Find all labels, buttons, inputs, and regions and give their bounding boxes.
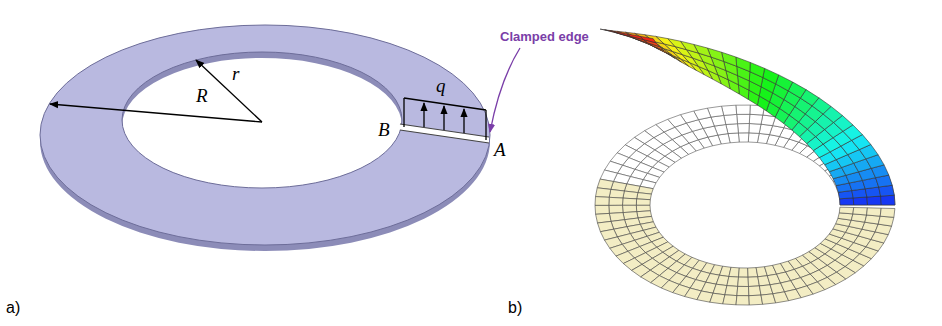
- leader-line: [490, 48, 520, 132]
- deformed-element: [736, 57, 750, 72]
- panel-label: a): [6, 300, 20, 316]
- mesh-element: [738, 277, 749, 286]
- mesh-element: [637, 193, 652, 200]
- mesh-element: [710, 293, 725, 304]
- mesh-element: [737, 286, 749, 295]
- mesh-element: [839, 207, 853, 214]
- dimension-label: R: [196, 86, 208, 105]
- radius-lines: [50, 60, 262, 122]
- annotation: Clamped edge: [500, 30, 589, 43]
- load-label: q: [436, 76, 446, 95]
- mesh-element: [865, 215, 880, 224]
- load-arrows: [404, 98, 486, 140]
- mesh-element: [853, 208, 868, 216]
- undeformed-element: [749, 114, 763, 124]
- annular-plate: [40, 25, 490, 251]
- deformed-element: [853, 197, 867, 205]
- undeformed-element: [881, 195, 895, 205]
- deformed-element: [663, 48, 680, 58]
- undeformed-element: [757, 133, 769, 143]
- undeformed-element: [759, 124, 772, 134]
- undeformed-element: [737, 114, 750, 123]
- undeformed-element: [852, 189, 867, 198]
- deformed-element: [680, 59, 696, 71]
- mesh-element: [878, 216, 894, 226]
- mesh-element: [727, 277, 739, 287]
- mesh-element: [636, 199, 650, 205]
- mesh-element: [609, 205, 623, 213]
- mesh-element: [623, 198, 637, 205]
- mesh-element: [623, 191, 638, 199]
- point-label: B: [378, 120, 390, 139]
- fe-mesh: [595, 29, 895, 305]
- deformed-element: [763, 68, 779, 84]
- mesh-element: [595, 205, 609, 214]
- undeformed-element: [738, 133, 748, 142]
- mesh-element: [739, 268, 749, 277]
- undeformed-element: [738, 124, 750, 133]
- undeformed-element: [748, 133, 759, 143]
- undeformed-element: [840, 198, 854, 205]
- mesh-element: [623, 205, 637, 212]
- mesh-element: [595, 197, 609, 206]
- undeformed-element: [865, 188, 880, 198]
- mesh-element: [748, 277, 759, 287]
- mesh-element: [609, 189, 624, 198]
- dimension-label: r: [232, 64, 239, 83]
- undeformed-element: [867, 196, 881, 205]
- mesh-element: [723, 295, 737, 305]
- undeformed-element: [724, 114, 738, 124]
- deformed-element: [881, 195, 895, 205]
- mesh-element: [749, 286, 762, 296]
- undeformed-element: [853, 197, 867, 205]
- undeformed-element: [736, 105, 750, 114]
- undeformed-element: [838, 191, 853, 199]
- panel-label: b): [508, 300, 522, 316]
- mesh-element: [851, 214, 866, 222]
- mesh-element: [729, 267, 739, 277]
- mesh-element: [867, 208, 882, 216]
- deformed-element: [600, 29, 617, 33]
- deformed-element: [840, 198, 854, 205]
- deformed-element: [750, 62, 765, 77]
- mesh-element: [596, 188, 611, 198]
- mesh-element: [736, 296, 749, 305]
- point-label: A: [494, 140, 506, 159]
- undeformed-element: [722, 105, 737, 115]
- undeformed-element: [749, 124, 761, 134]
- deformed-element: [627, 34, 643, 40]
- mesh-element: [609, 197, 623, 205]
- mesh-element: [880, 208, 895, 217]
- mesh-element: [749, 295, 763, 305]
- deformed-element: [867, 196, 881, 205]
- undeformed-element: [879, 186, 895, 196]
- mesh-element: [725, 286, 738, 296]
